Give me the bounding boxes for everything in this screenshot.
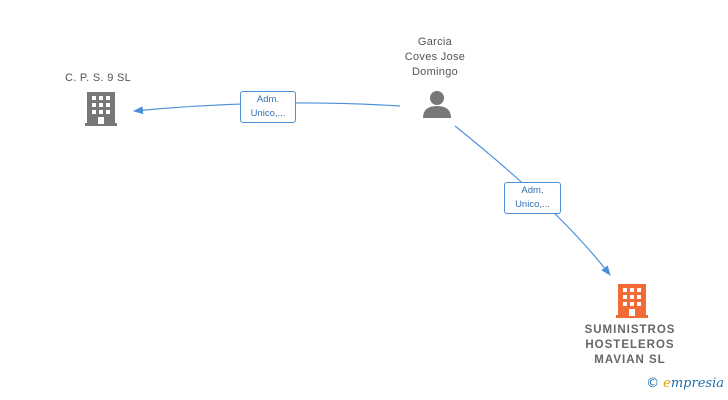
brand-e-letter: e bbox=[663, 376, 671, 391]
edge-label-garcia-cps[interactable]: Adm. Unico,... bbox=[240, 91, 296, 123]
building-icon[interactable] bbox=[85, 92, 117, 126]
empresia-logo: ©empresia bbox=[646, 376, 724, 391]
brand-name: mpresia bbox=[670, 376, 724, 391]
person-icon[interactable] bbox=[423, 91, 451, 118]
copyright-icon: © bbox=[646, 376, 660, 391]
node-label-suministros[interactable]: SUMINISTROS HOSTELEROS MAVIAN SL bbox=[584, 324, 676, 366]
node-label-garcia[interactable]: Garcia Coves Jose Domingo bbox=[404, 36, 466, 78]
node-label-cps[interactable]: C. P. S. 9 SL bbox=[64, 72, 132, 84]
building-icon[interactable] bbox=[616, 284, 648, 318]
edge-label-garcia-suministros[interactable]: Adm. Unico,... bbox=[504, 182, 561, 214]
